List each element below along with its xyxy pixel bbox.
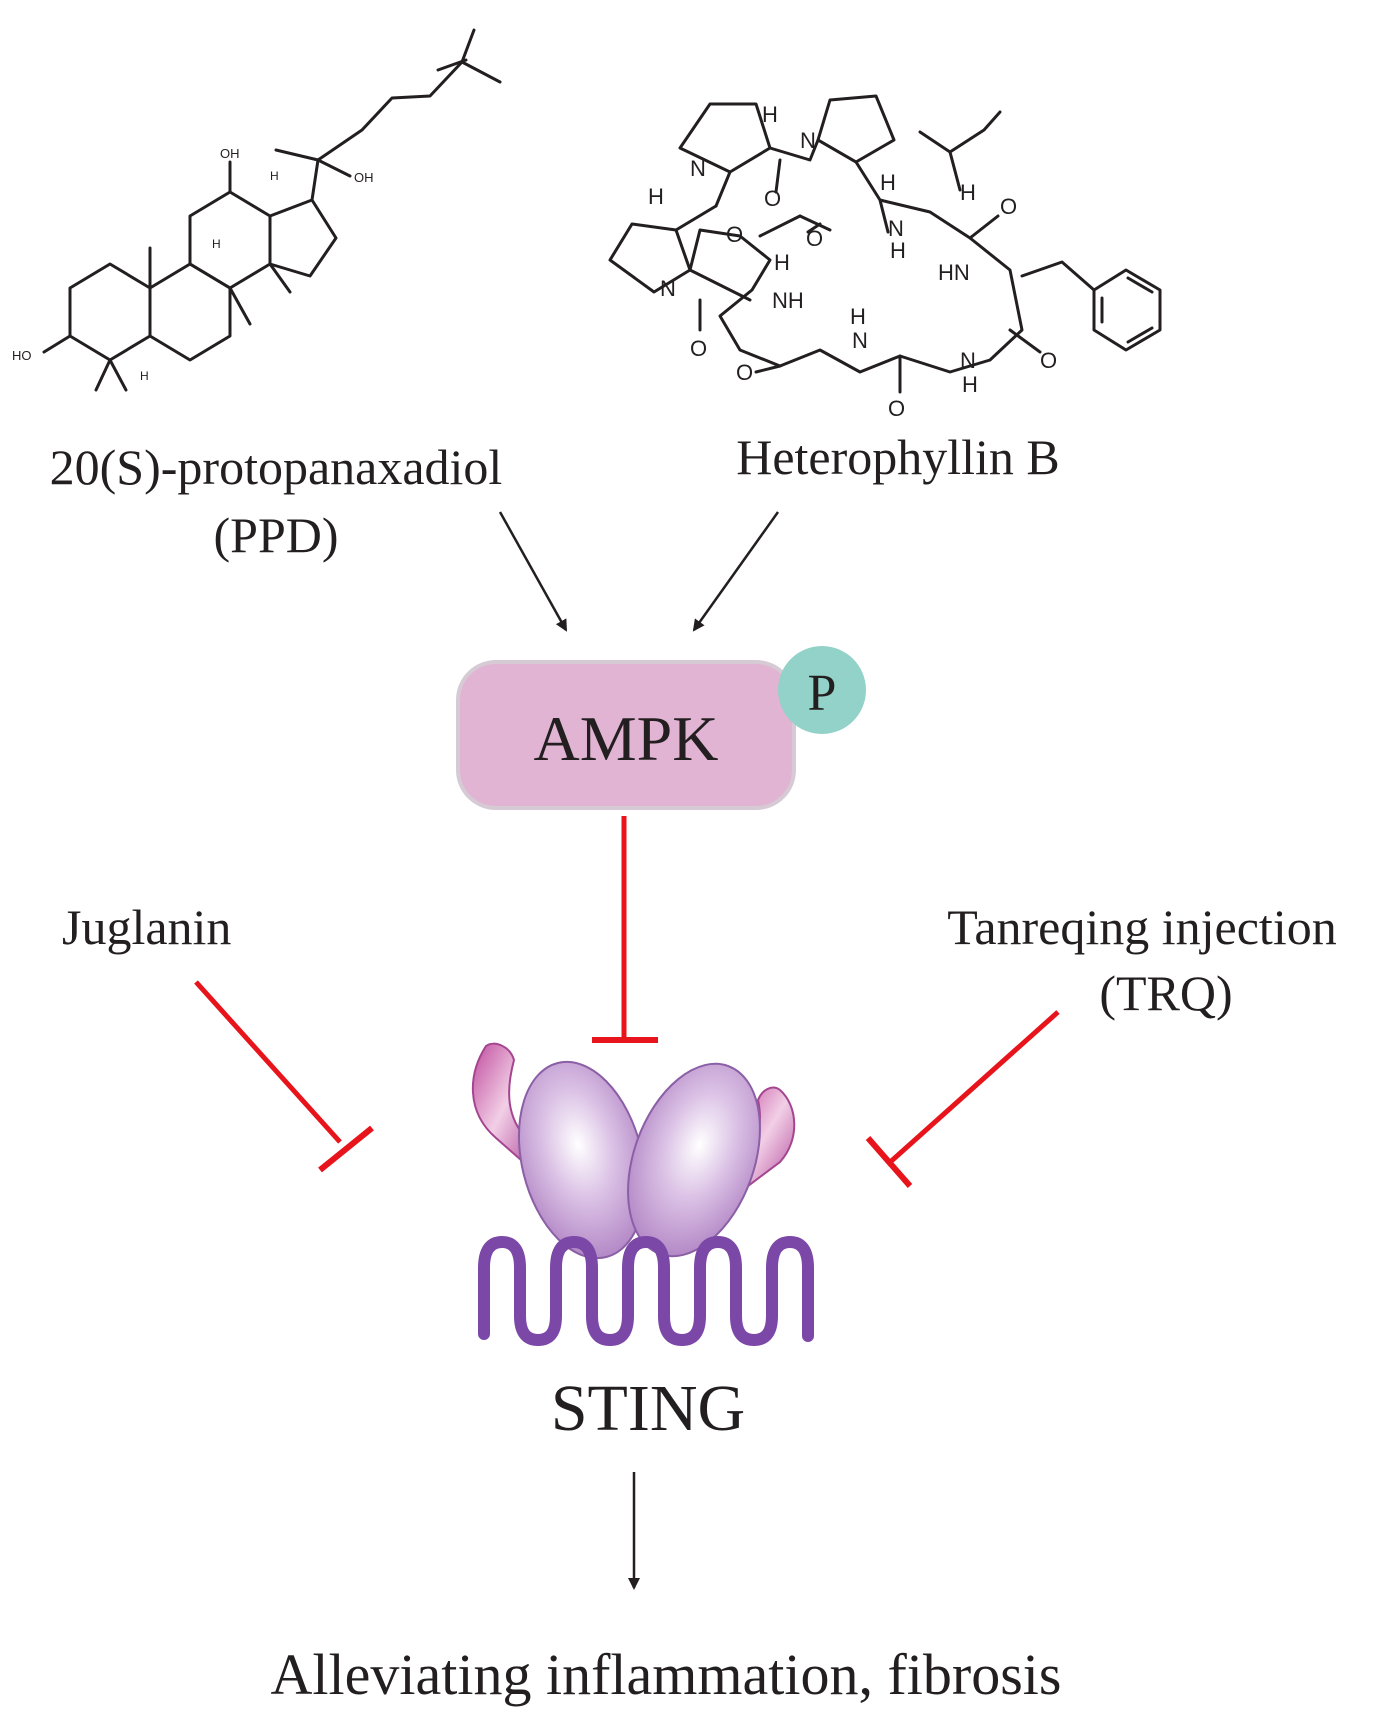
hb-backbone [688,138,1024,374]
ppd-c20-oh: OH [354,170,374,185]
hb-atom-h6: H [890,238,906,263]
hb-atom-h4: H [648,184,664,209]
ppd-c4-methyl-a [94,358,112,392]
ppd-h-c13: H [270,169,279,183]
hb-atom-h1: H [762,102,778,127]
hb-bond-a [714,170,732,208]
hb-carbonyl-3 [968,214,1000,240]
ppd-c4-methyl-b [108,358,128,392]
ppd-terminal-methyl [460,60,502,84]
hb-benzene-db3 [1126,326,1154,344]
hb-atom-h3: H [960,180,976,205]
trq-label-line1: Tanreqing injection [947,899,1336,955]
heterophyllin-label: Heterophyllin B [736,429,1060,485]
hb-carbonyl-1 [774,158,782,194]
hb-atom-o6: O [736,360,753,385]
ppd-c20-oh-bond [316,158,352,178]
hb-carbonyl-6 [754,364,782,374]
ppd-ring-d [268,198,338,278]
heterophyllin-to-ampk-arrow [692,511,780,632]
hb-atom-o7: O [888,396,905,421]
hb-benzene [1092,268,1162,352]
hb-atom-o2: O [726,222,743,247]
hb-proline-2 [816,94,896,164]
ampk-node: AMPK P [456,646,866,810]
hb-benzene-db2 [1126,276,1154,294]
hb-atom-o8: O [1040,348,1057,373]
ppd-ring-b [148,262,232,362]
ppd-label-line1: 20(S)-protopanaxadiol [50,439,503,495]
ppd-c20-methyl [274,148,320,162]
hb-atom-nh1: NH [772,288,804,313]
hb-ile-side-chain [948,110,1002,192]
hb-carbonyl-4 [1008,328,1042,354]
hb-atom-n6: N [960,348,976,373]
hb-bond-c [758,214,802,238]
hb-atom-h7: H [850,304,866,329]
juglanin-label: Juglanin [62,899,231,955]
ppd-to-ampk-arrow [498,511,568,632]
hb-bond-e [878,198,890,234]
hb-bond-b [674,204,718,232]
ppd-ring-c [188,190,272,290]
sting-transmembrane [478,1236,814,1346]
hb-atom-h5: H [774,250,790,275]
ampk-label: AMPK [534,703,719,774]
hb-atom-o3: O [806,226,823,251]
heterophyllin-structure: N N N H H H H H O O O O O O O O N H NH H… [608,94,1162,421]
hb-phe-side-chain [1020,260,1096,292]
hb-carbonyl-2 [806,222,822,234]
hb-atom-o1: O [764,186,781,211]
ppd-side-chain [310,28,476,202]
ppd-label-line2: (PPD) [213,507,338,563]
hb-atom-o4: O [1000,194,1017,219]
phospho-badge [778,646,866,734]
hb-atom-h8: H [962,372,978,397]
ampk-inhibits-sting [592,816,658,1043]
ppd-c3-ho: HO [12,348,32,363]
hb-ile-methyl [918,130,952,154]
ppd-ring-a [68,262,152,362]
hb-atom-h2: H [880,170,896,195]
hb-atom-n4: N [888,216,904,241]
trq-label-line2: (TRQ) [1099,965,1232,1021]
ppd-c12-oh: OH [220,146,240,161]
hb-proline-3 [608,222,692,294]
ppd-h-c5: H [140,369,149,383]
ppd-c8-methyl [228,286,252,326]
hb-proline-1 [678,102,772,174]
ppd-c14-methyl [268,262,292,294]
ppd-structure: OH OH H H H HO [12,28,502,392]
ppd-c3-oh-bond [42,334,72,354]
hb-atom-o5: O [690,336,707,361]
ppd-h-c9: H [212,237,221,251]
sting-label: STING [551,1372,745,1445]
hb-bond-d [798,214,832,232]
hb-atom-n5: N [852,328,868,353]
sting-protein [471,1042,814,1346]
hb-atom-hn1: HN [938,260,970,285]
phospho-label: P [808,665,837,722]
juglanin-inhibits-sting [194,980,374,1173]
ampk-box [456,660,796,810]
trq-inhibits-sting [865,1010,1060,1188]
hb-atom-n1: N [690,156,706,181]
hb-atom-n3: N [660,276,676,301]
ppd-double-bond [436,58,468,72]
outcome-label: Alleviating inflammation, fibrosis [271,1642,1062,1707]
hb-atom-n2: N [800,128,816,153]
